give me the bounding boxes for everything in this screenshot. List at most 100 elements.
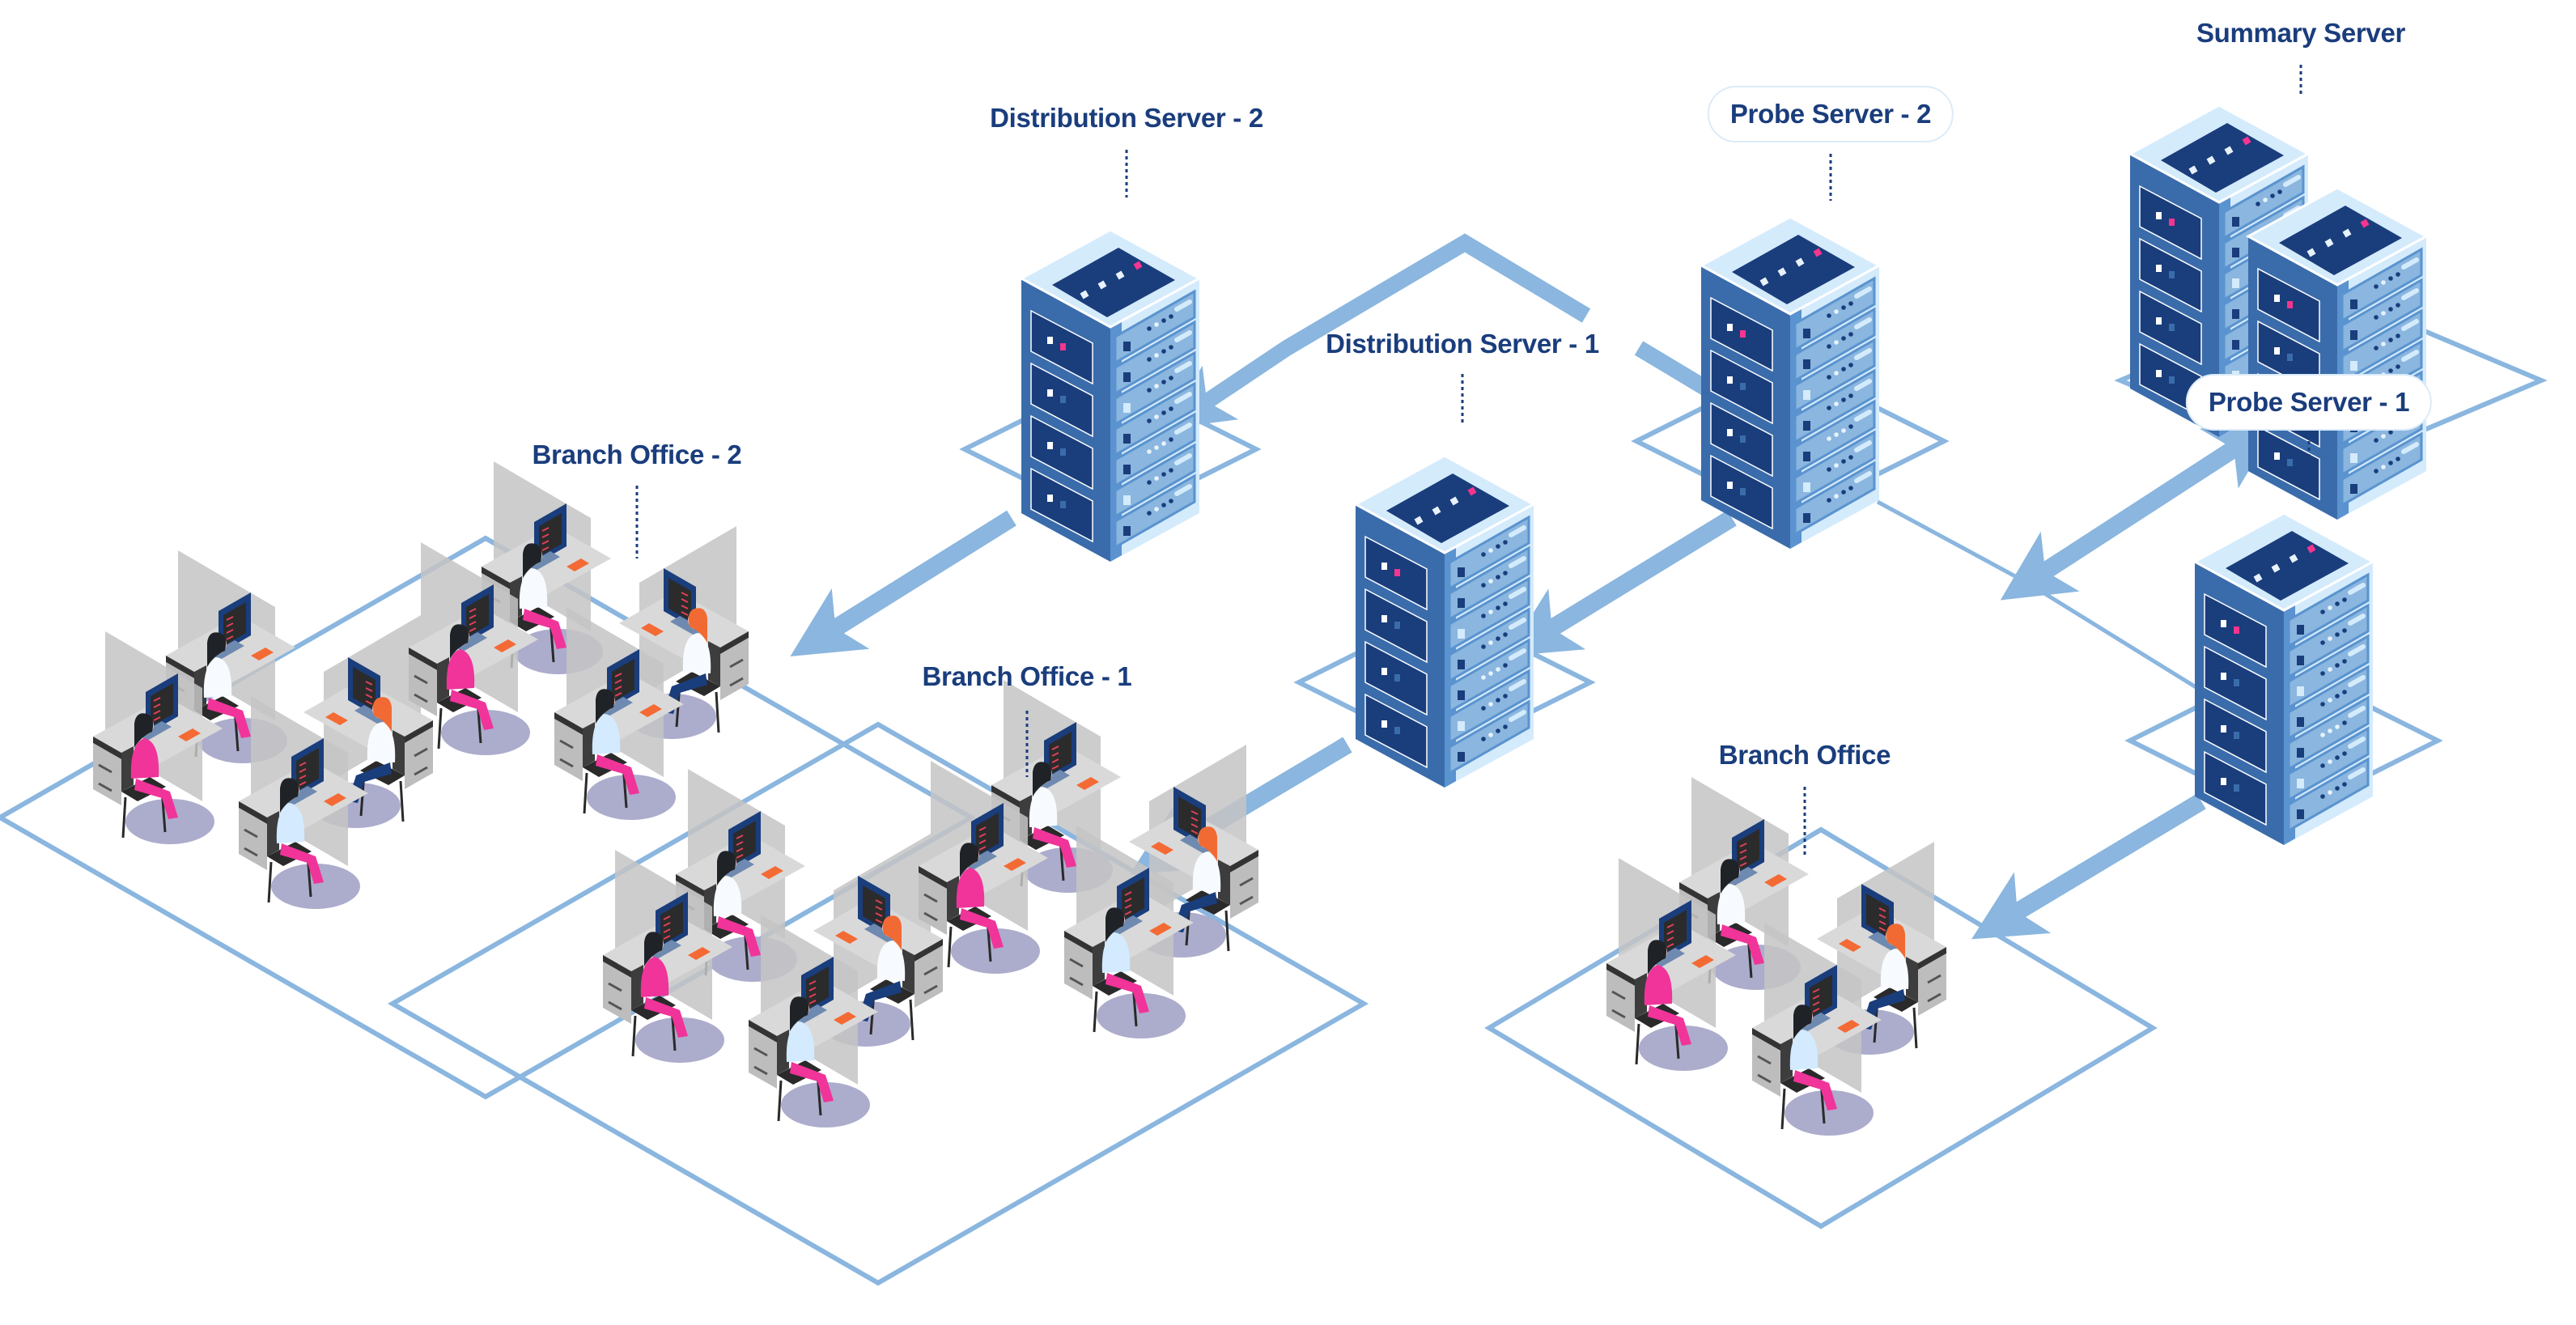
server-slot-dot xyxy=(2381,311,2386,316)
server-slot-dot xyxy=(1161,472,1166,477)
server-slot-bar xyxy=(2348,583,2366,595)
floor-shadow xyxy=(635,1017,724,1063)
server-slot-dot xyxy=(1834,401,1839,406)
server-slot-dot xyxy=(2335,694,2340,699)
server-bay-led xyxy=(1740,383,1746,390)
server-slot-dot xyxy=(1147,388,1152,393)
server-slot-dot xyxy=(2396,333,2400,338)
server-slot-button xyxy=(1458,567,1465,577)
book xyxy=(325,712,348,725)
screen-code-line xyxy=(875,906,883,911)
server-slot-dot xyxy=(1154,414,1159,419)
monitor-screen xyxy=(1664,910,1687,953)
server-slot-dot xyxy=(1503,632,1508,637)
server-led xyxy=(2206,155,2216,165)
floor-shadow xyxy=(271,864,360,909)
server-slot-dot xyxy=(1503,540,1508,545)
server-slot-bar xyxy=(1854,440,1872,452)
server-slot-dot xyxy=(2374,346,2379,350)
person-legs xyxy=(1721,924,1764,965)
person-legs xyxy=(717,916,761,957)
server-slot-dot xyxy=(2374,469,2379,474)
server-slot-dot xyxy=(1147,449,1152,454)
monitor-screen xyxy=(296,748,319,792)
drawer-handle xyxy=(1757,1055,1772,1065)
server-bay-led xyxy=(1060,448,1066,456)
server-slot-dot xyxy=(1481,644,1486,649)
server-led xyxy=(1795,257,1805,267)
server-bay-led xyxy=(1381,720,1387,728)
person-hair xyxy=(644,932,664,966)
chair-leg xyxy=(631,1015,637,1057)
chair-leg xyxy=(437,707,443,750)
person-hair xyxy=(688,608,707,643)
server-slot-dot xyxy=(2328,698,2332,703)
chair-leg xyxy=(1093,991,1098,1033)
keyboard xyxy=(1797,1013,1831,1032)
server-slot-dot xyxy=(2328,667,2332,672)
server-slot-dot xyxy=(2320,640,2325,645)
screen-code-line xyxy=(736,854,744,859)
server-slot-button xyxy=(2350,330,2357,340)
drawer-handle xyxy=(729,677,744,687)
server-slot-bar xyxy=(1509,525,1526,537)
monitor-screen xyxy=(1178,796,1201,840)
chair-back xyxy=(267,811,279,856)
server-slot-dot xyxy=(1147,418,1152,423)
person-hair xyxy=(280,778,299,813)
branch-office-1-cluster-1 xyxy=(603,769,943,1128)
server-bay-led xyxy=(2234,679,2239,686)
server-slot-button xyxy=(1803,359,1810,369)
floor-shadow xyxy=(125,799,214,844)
server-slot-dot xyxy=(2277,189,2282,194)
server-bay-led xyxy=(1047,337,1053,344)
workstation xyxy=(919,761,1048,974)
server-top-panel xyxy=(2161,123,2284,193)
book xyxy=(1149,923,1172,936)
screen-code-line xyxy=(1739,849,1747,854)
screen-code-line xyxy=(1878,920,1886,925)
server-slot-button xyxy=(1803,421,1810,431)
server-led xyxy=(2242,136,2251,146)
monitor-screen xyxy=(1737,829,1759,873)
screen-code-line xyxy=(614,673,622,677)
server-slot-dot xyxy=(1488,733,1493,737)
drawer-handle xyxy=(608,982,622,992)
server-bay-led xyxy=(2274,452,2280,460)
chair-leg xyxy=(1912,1007,1918,1049)
server-slot-dot xyxy=(1834,432,1839,437)
workstation xyxy=(409,542,538,755)
server-led xyxy=(1759,277,1769,287)
server-bay-led xyxy=(2221,620,2226,627)
server-slot-button xyxy=(1458,721,1465,731)
server-slot-dot xyxy=(1147,357,1152,362)
server-slot-bar xyxy=(2348,675,2366,687)
book xyxy=(494,639,516,652)
screen-code-line xyxy=(978,839,987,844)
person-legs xyxy=(280,843,324,884)
branch-office-platform xyxy=(1484,826,2158,1229)
monitor-screen xyxy=(1810,975,1832,1018)
desk-drawers xyxy=(554,719,583,781)
server-slot-button xyxy=(2297,625,2304,635)
server-slot-dot xyxy=(1161,503,1166,507)
server-slot-button xyxy=(2350,453,2357,463)
server-slot-bar xyxy=(1174,299,1192,312)
server-slot-dot xyxy=(2328,728,2332,733)
server-slot-dot xyxy=(2388,276,2393,281)
server-slot-dot xyxy=(1848,393,1853,398)
monitor-screen xyxy=(806,966,829,1010)
server-slot-dot xyxy=(1496,698,1500,703)
book xyxy=(834,1012,856,1025)
server-led xyxy=(2289,554,2298,563)
server-led xyxy=(2253,573,2263,583)
server-slot-dot xyxy=(1154,445,1159,450)
server-bay-led xyxy=(1740,330,1746,338)
server-bay-led xyxy=(1394,727,1400,734)
server-slot-button xyxy=(1123,372,1131,382)
desk-drawers xyxy=(1752,1034,1780,1097)
arrow-summary-to-probe-1 xyxy=(2000,419,2279,601)
screen-code-line xyxy=(365,681,373,686)
summary-server-label: Summary Server xyxy=(2196,18,2406,48)
server-slot-dot xyxy=(2263,197,2268,202)
